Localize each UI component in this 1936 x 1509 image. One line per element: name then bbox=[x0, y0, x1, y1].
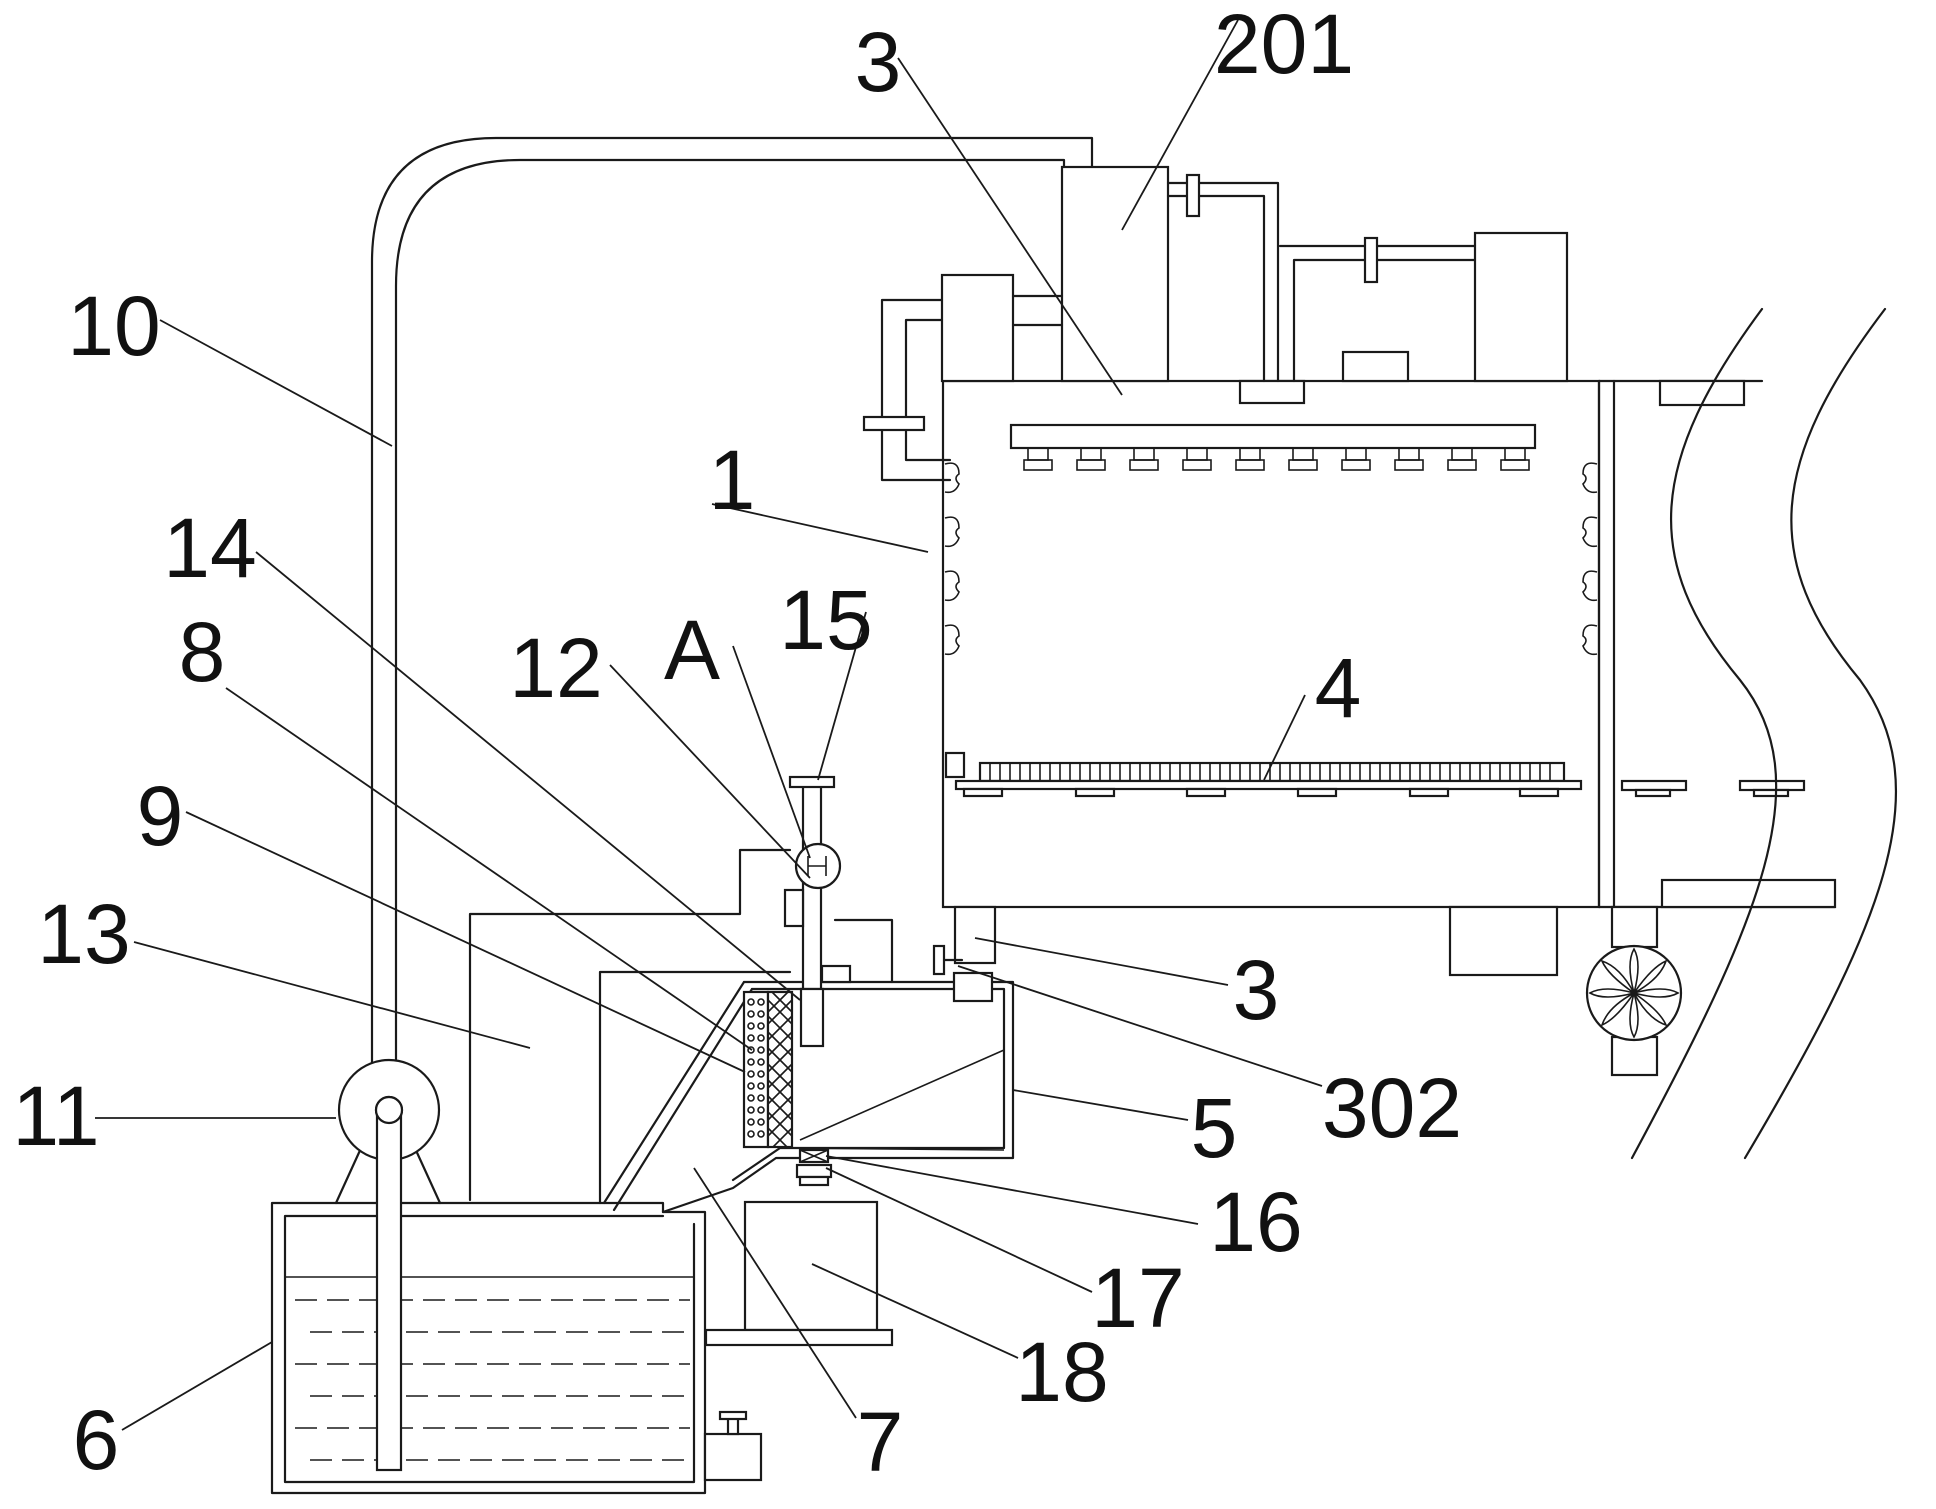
label-4: 4 bbox=[1315, 641, 1362, 735]
label-16: 16 bbox=[1209, 1175, 1302, 1269]
handle-15 bbox=[788, 775, 836, 789]
label-13: 13 bbox=[37, 887, 130, 981]
label-6: 6 bbox=[73, 1393, 120, 1487]
pipe-10 bbox=[370, 136, 1094, 1112]
label-9: 9 bbox=[137, 769, 184, 863]
reference-labels: 201 3 10 1 14 15 A 8 12 4 9 13 3 302 11 … bbox=[12, 0, 1462, 1489]
drain-valve bbox=[703, 1410, 763, 1482]
pump-11 bbox=[334, 1058, 442, 1472]
leader-lines bbox=[95, 19, 1323, 1431]
label-A: A bbox=[664, 603, 720, 697]
tank-201 bbox=[1060, 165, 1170, 383]
label-14: 14 bbox=[163, 501, 256, 595]
fan-unit bbox=[1585, 905, 1683, 1077]
label-12: 12 bbox=[509, 621, 602, 715]
valve-302 bbox=[932, 944, 994, 1003]
upper-equipment-box bbox=[940, 231, 1569, 405]
right-tray bbox=[1620, 779, 1806, 798]
rod-12 bbox=[799, 777, 825, 1048]
valve-16-17 bbox=[795, 1148, 833, 1187]
side-wall-nozzles bbox=[944, 462, 1598, 656]
spray-nozzles bbox=[1023, 447, 1530, 471]
water-tank-6 bbox=[270, 1201, 707, 1495]
conveyor-4 bbox=[944, 751, 1583, 798]
river-bank bbox=[1630, 307, 1897, 1160]
label-11: 11 bbox=[12, 1069, 99, 1163]
top-piping bbox=[862, 173, 1477, 482]
right-chamber bbox=[1597, 379, 1837, 909]
label-15: 15 bbox=[779, 573, 872, 667]
sediment-tank-18 bbox=[704, 1200, 894, 1347]
drive-box bbox=[1448, 905, 1559, 977]
label-7: 7 bbox=[857, 1395, 904, 1489]
label-1: 1 bbox=[709, 433, 756, 527]
filter-screen-9 bbox=[742, 990, 770, 1149]
spray-header bbox=[1009, 423, 1537, 471]
filter-vessel-5 bbox=[602, 980, 1015, 1214]
filter-mesh-8 bbox=[766, 990, 794, 1149]
label-8: 8 bbox=[179, 605, 226, 699]
label-3-bottom: 3 bbox=[1233, 943, 1280, 1037]
label-10: 10 bbox=[67, 279, 160, 373]
housing-13 bbox=[468, 848, 894, 1205]
label-3-top: 3 bbox=[855, 15, 902, 109]
detail-A bbox=[794, 842, 842, 890]
water-level-dashes bbox=[295, 1299, 690, 1461]
label-18: 18 bbox=[1015, 1325, 1108, 1419]
bottom-outlet-3 bbox=[953, 905, 997, 965]
label-302: 302 bbox=[1322, 1061, 1462, 1155]
label-17: 17 bbox=[1091, 1251, 1184, 1345]
label-201: 201 bbox=[1214, 0, 1354, 91]
label-5: 5 bbox=[1191, 1081, 1238, 1175]
